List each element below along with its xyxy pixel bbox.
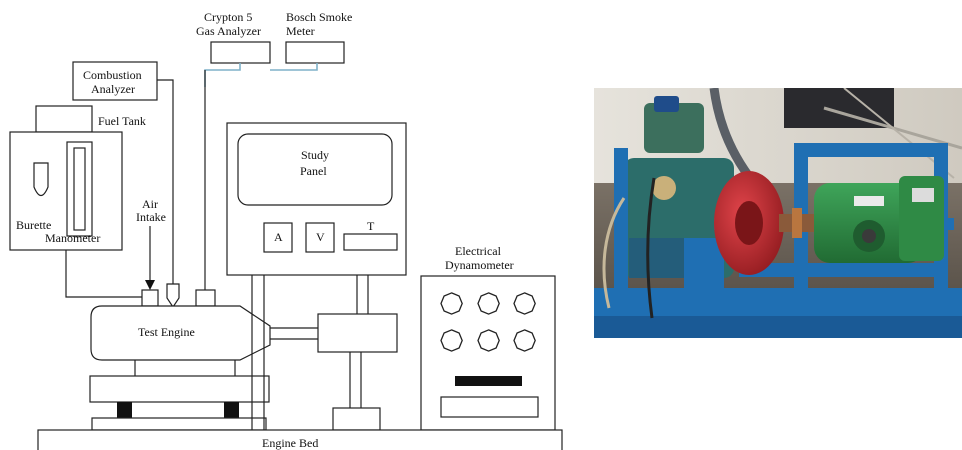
exhaust-port xyxy=(196,290,215,306)
air-intake-arrow-head xyxy=(145,280,155,290)
bosch-label-line2: Meter xyxy=(286,24,315,38)
crypton-gas-analyzer-box xyxy=(211,42,270,63)
coupling-box xyxy=(318,314,397,352)
air-label-line2: Intake xyxy=(136,210,166,224)
combustion-label-line1: Combustion xyxy=(83,68,142,82)
bosch-label-line1: Bosch Smoke xyxy=(286,10,352,24)
dyno-label-line2: Dynamometer xyxy=(445,258,514,272)
crypton-label-line1: Crypton 5 xyxy=(204,10,252,24)
burette-label: Burette xyxy=(16,218,51,232)
test-rig-photo xyxy=(594,88,962,338)
test-engine-label: Test Engine xyxy=(138,325,195,339)
meter-a-label: A xyxy=(274,230,283,244)
combustion-sensor-port xyxy=(167,284,179,307)
meter-t-label: T xyxy=(367,219,375,233)
bosch-smoke-meter-box xyxy=(286,42,344,63)
gas-pipe-crypton xyxy=(205,63,240,87)
study-label-line1: Study xyxy=(301,148,329,162)
fuel-tank xyxy=(36,106,92,132)
air-label-line1: Air xyxy=(142,197,158,211)
manometer-label: Manometer xyxy=(45,231,100,245)
temperature-display xyxy=(344,234,397,250)
mount-block-right xyxy=(224,402,239,418)
crypton-label-line2: Gas Analyzer xyxy=(196,24,261,38)
engine-mount-plate xyxy=(90,376,269,402)
test-rig-schematic: Crypton 5 Gas Analyzer Bosch Smoke Meter… xyxy=(0,0,590,450)
dynamometer-black-bar xyxy=(455,376,522,386)
dynamometer-display xyxy=(441,397,538,417)
gas-pipe-bosch xyxy=(270,63,317,70)
fuel-tank-label: Fuel Tank xyxy=(98,114,146,128)
coupling-support xyxy=(333,408,380,430)
fuel-line xyxy=(66,250,143,297)
air-intake-port xyxy=(142,290,158,306)
combustion-label-line2: Analyzer xyxy=(91,82,135,96)
meter-v-label: V xyxy=(316,230,325,244)
dyno-label-line1: Electrical xyxy=(455,244,502,258)
engine-bed-label: Engine Bed xyxy=(262,436,318,450)
mount-block-left xyxy=(117,402,132,418)
mount-base xyxy=(92,418,266,430)
combustion-sensor-line xyxy=(157,80,173,284)
study-label-line2: Panel xyxy=(300,164,327,178)
